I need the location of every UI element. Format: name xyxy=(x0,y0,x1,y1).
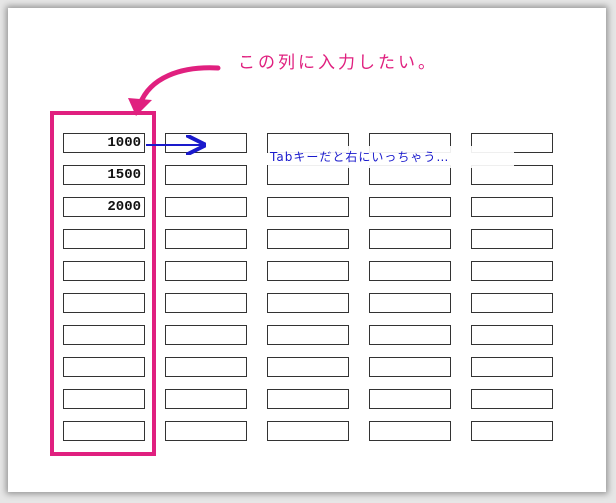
grid-cell-r4-c4[interactable] xyxy=(369,229,451,249)
grid-cell-r2-c1[interactable] xyxy=(63,165,145,185)
grid-cell-r7-c2[interactable] xyxy=(165,325,247,345)
grid-cell-r9-c3[interactable] xyxy=(267,389,349,409)
grid-cell-r10-c3[interactable] xyxy=(267,421,349,441)
pink-arrow-head xyxy=(128,98,152,116)
grid-cell-r3-c5[interactable] xyxy=(471,197,553,217)
grid-cell-r6-c1[interactable] xyxy=(63,293,145,313)
grid-cell-r4-c1[interactable] xyxy=(63,229,145,249)
grid-cell-r6-c3[interactable] xyxy=(267,293,349,313)
grid-cell-r1-c2[interactable] xyxy=(165,133,247,153)
grid-cell-r2-c5[interactable] xyxy=(471,165,553,185)
grid-cell-r8-c2[interactable] xyxy=(165,357,247,377)
pink-curved-arrow xyxy=(137,65,221,107)
grid-cell-r6-c2[interactable] xyxy=(165,293,247,313)
grid-cell-r5-c1[interactable] xyxy=(63,261,145,281)
grid-cell-r8-c5[interactable] xyxy=(471,357,553,377)
grid-cell-r5-c2[interactable] xyxy=(165,261,247,281)
grid-cell-r10-c2[interactable] xyxy=(165,421,247,441)
grid-cell-r5-c4[interactable] xyxy=(369,261,451,281)
grid-cell-r3-c1[interactable] xyxy=(63,197,145,217)
grid-cell-r7-c1[interactable] xyxy=(63,325,145,345)
grid-cell-r4-c2[interactable] xyxy=(165,229,247,249)
grid-cell-r9-c1[interactable] xyxy=(63,389,145,409)
grid-cell-r4-c5[interactable] xyxy=(471,229,553,249)
grid-cell-r4-c3[interactable] xyxy=(267,229,349,249)
grid-cell-r8-c4[interactable] xyxy=(369,357,451,377)
grid-cell-r7-c5[interactable] xyxy=(471,325,553,345)
grid-cell-r10-c5[interactable] xyxy=(471,421,553,441)
grid-cell-r5-c5[interactable] xyxy=(471,261,553,281)
grid-cell-r10-c4[interactable] xyxy=(369,421,451,441)
grid-cell-r8-c3[interactable] xyxy=(267,357,349,377)
grid-cell-r7-c3[interactable] xyxy=(267,325,349,345)
grid-cell-r3-c4[interactable] xyxy=(369,197,451,217)
grid-cell-r9-c5[interactable] xyxy=(471,389,553,409)
grid-cell-r2-c2[interactable] xyxy=(165,165,247,185)
grid-cell-r6-c5[interactable] xyxy=(471,293,553,313)
grid-cell-r7-c4[interactable] xyxy=(369,325,451,345)
target-column-highlight xyxy=(50,111,156,456)
grid-cell-r3-c3[interactable] xyxy=(267,197,349,217)
grid-cell-r2-c4[interactable] xyxy=(369,165,451,185)
screenshot-frame xyxy=(8,8,606,492)
grid-cell-r5-c3[interactable] xyxy=(267,261,349,281)
grid-cell-r6-c4[interactable] xyxy=(369,293,451,313)
annotation-target-column: この列に入力したい。 xyxy=(238,53,438,73)
grid-cell-r9-c4[interactable] xyxy=(369,389,451,409)
annotation-tab-behavior: Tabキーだと右にいっちゃう… xyxy=(268,146,514,168)
grid-cell-r3-c2[interactable] xyxy=(165,197,247,217)
grid-cell-r8-c1[interactable] xyxy=(63,357,145,377)
grid-cell-r10-c1[interactable] xyxy=(63,421,145,441)
grid-cell-r1-c1[interactable] xyxy=(63,133,145,153)
grid-cell-r9-c2[interactable] xyxy=(165,389,247,409)
